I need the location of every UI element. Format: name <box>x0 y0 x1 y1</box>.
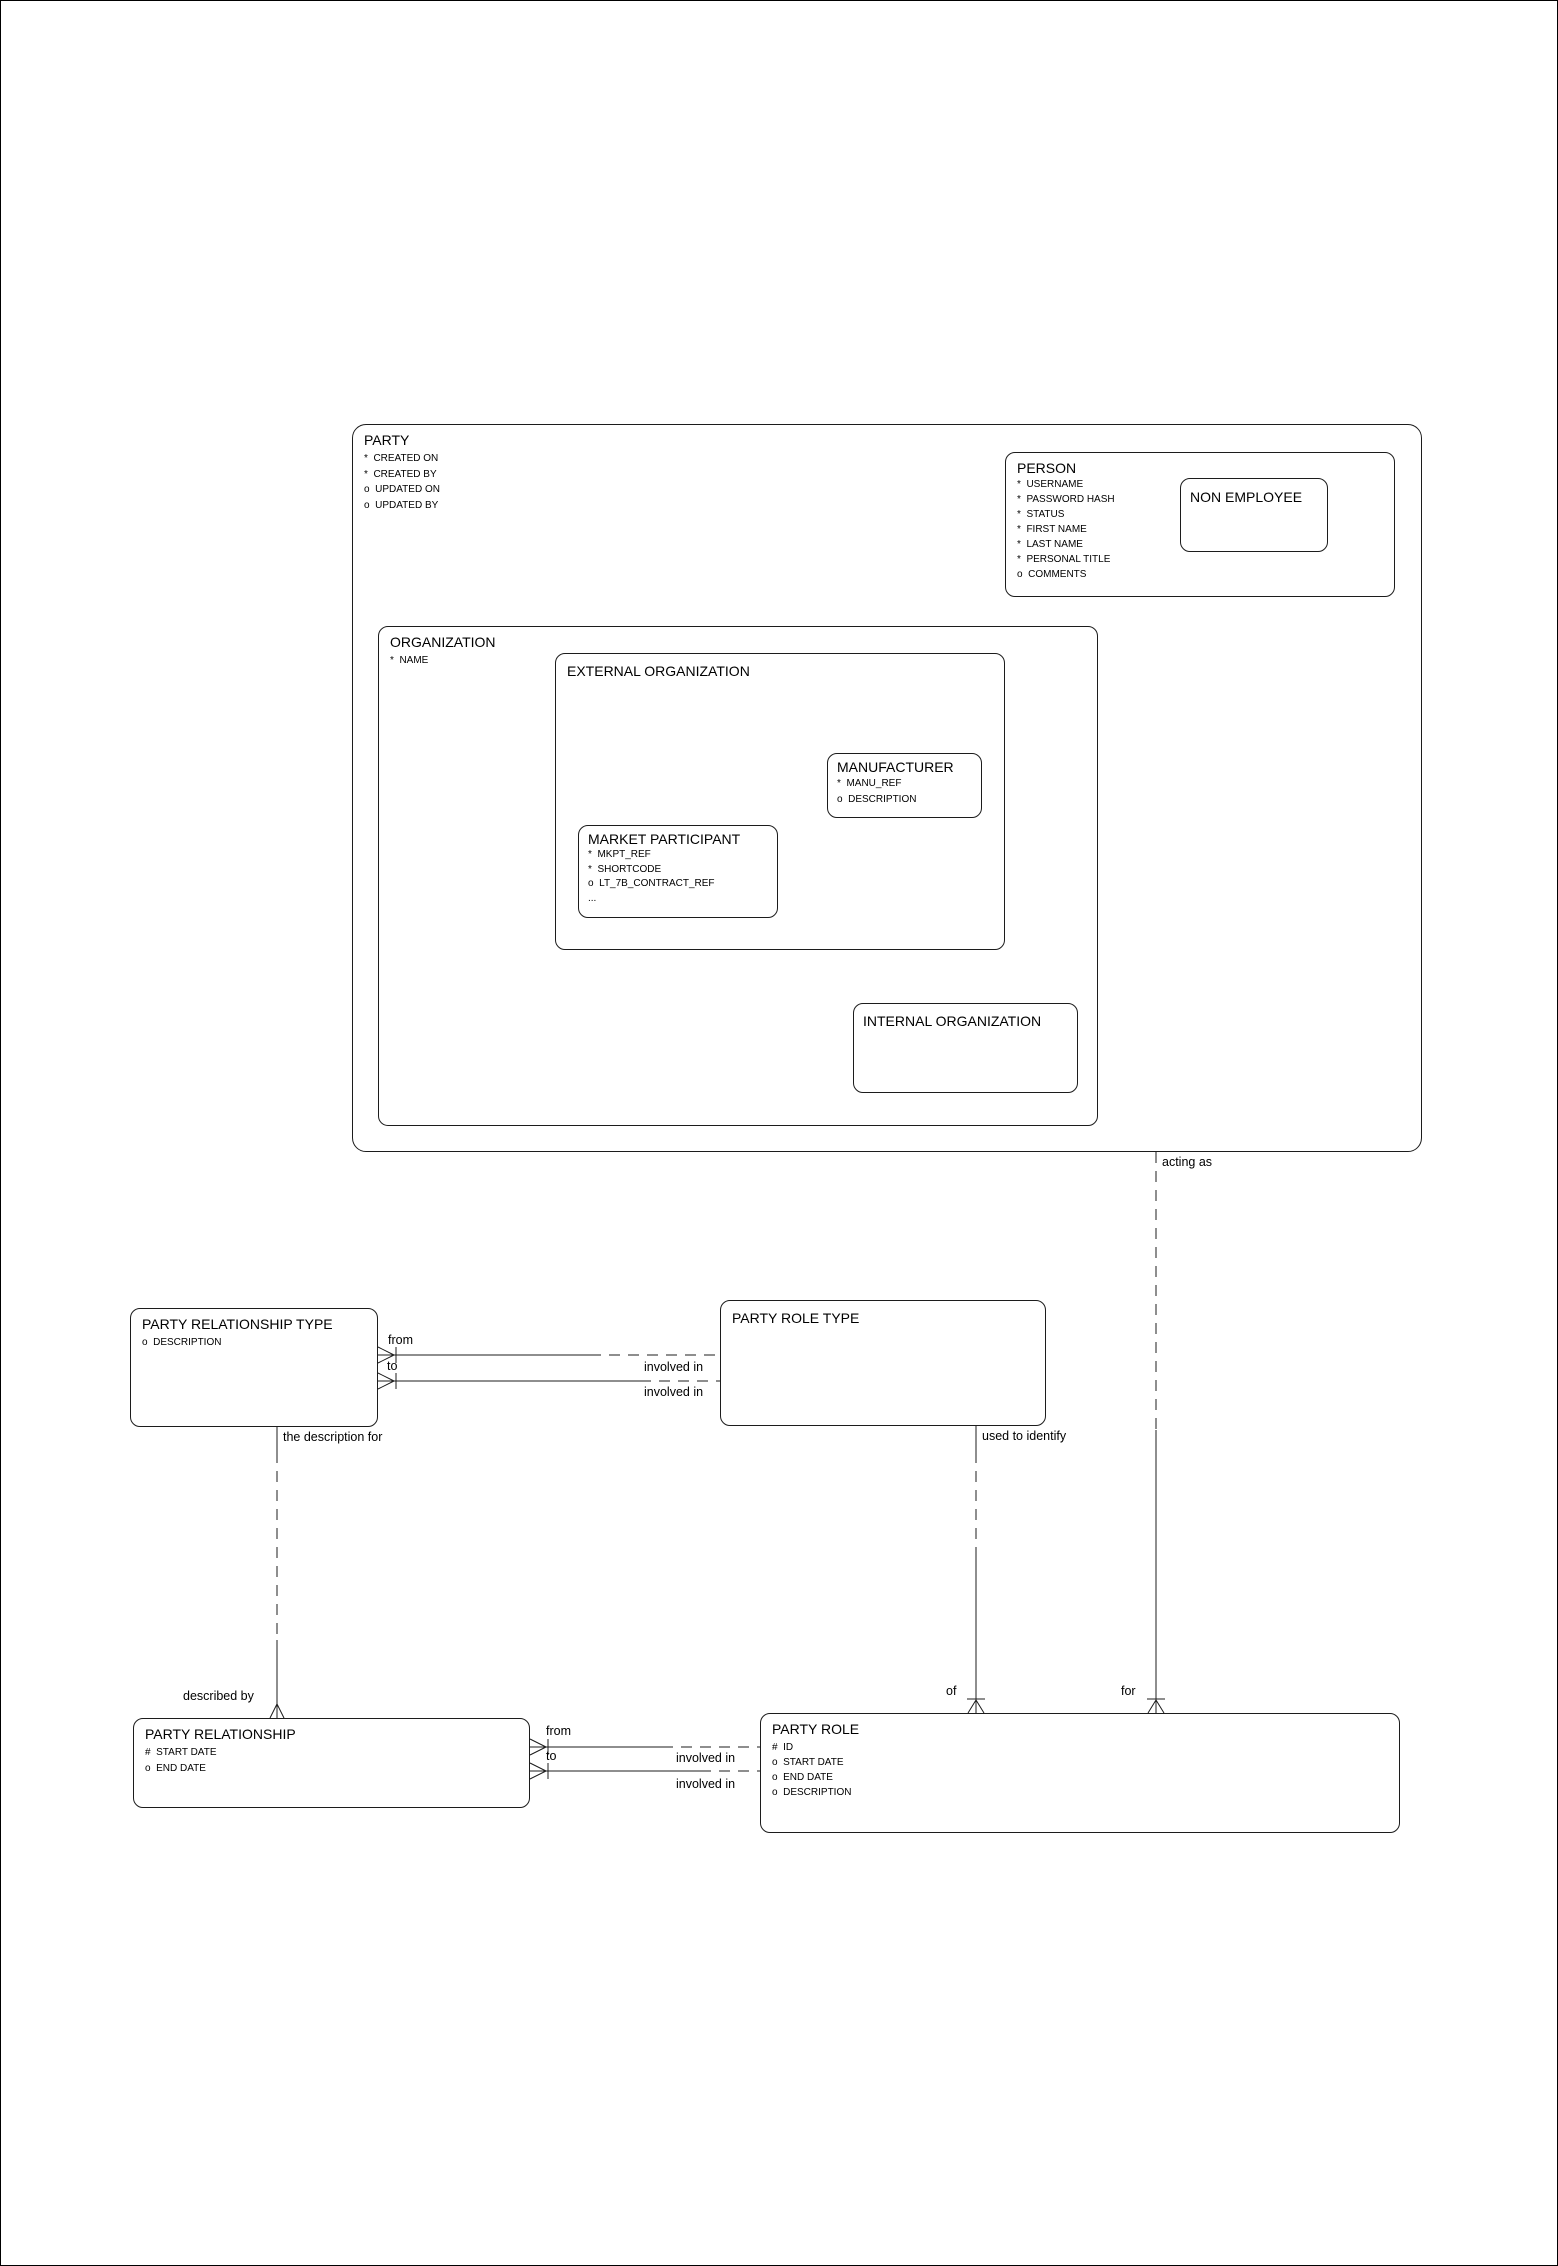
relationship-label-involved-in-2a: involved in <box>676 1751 736 1765</box>
relationship-label-from-1: from <box>388 1333 413 1347</box>
attribute: * USERNAME <box>1017 479 1084 490</box>
entity-party-role-type[interactable]: PARTY ROLE TYPE <box>720 1300 1046 1426</box>
attribute: o START DATE <box>772 1757 844 1768</box>
entity-party-role-type-title: PARTY ROLE TYPE <box>732 1310 860 1326</box>
attribute: * PASSWORD HASH <box>1017 494 1115 505</box>
entity-organization-title: ORGANIZATION <box>390 634 496 650</box>
attribute: * SHORTCODE <box>588 863 662 875</box>
entity-party-relationship-title: PARTY RELATIONSHIP <box>145 1726 296 1742</box>
attribute: * FIRST NAME <box>1017 524 1087 535</box>
entity-party-title: PARTY <box>364 432 410 448</box>
entity-manufacturer-title: MANUFACTURER <box>837 759 954 775</box>
relationship-label-involved-in-2b: involved in <box>676 1777 736 1791</box>
relationship-label-described-by: described by <box>183 1689 254 1703</box>
entity-party-relationship-attrs: # START DATE o END DATE <box>134 1742 529 1776</box>
entity-party-role-title: PARTY ROLE <box>772 1721 860 1737</box>
entity-non-employee-title: NON EMPLOYEE <box>1190 489 1303 505</box>
entity-party-role[interactable]: PARTY ROLE # ID o START DATE o END DATE o D… <box>760 1713 1400 1833</box>
attribute: * MKPT_REF <box>588 849 651 860</box>
attribute: * NAME <box>390 655 429 666</box>
attribute: o LT_7B_CONTRACT_REF <box>588 878 715 889</box>
relationship-label-acting-as: acting as <box>1162 1155 1213 1169</box>
entity-person-attrs: * USERNAME * PASSWORD HASH * STATUS * FIRST… <box>1006 476 1394 582</box>
attribute: o DESCRIPTION <box>772 1787 852 1798</box>
entity-market-participant-attrs: * MKPT_REF * SHORTCODE o LT_7B_CONTRACT_RE… <box>579 847 777 906</box>
attribute: o UPDATED BY <box>364 499 439 511</box>
attribute: ... <box>588 892 597 904</box>
entity-party-relationship-type-attrs: o DESCRIPTION <box>131 1332 377 1351</box>
attribute: * PERSONAL TITLE <box>1017 554 1111 565</box>
relationship-label-involved-in-1a: involved in <box>644 1360 704 1374</box>
relationship-label-of: of <box>946 1684 957 1698</box>
relationship-label-to-1: to <box>387 1359 398 1373</box>
connector-prt-pr-description <box>269 1427 285 1719</box>
entity-internal-organization-title: INTERNAL ORGANIZATION <box>863 1013 1042 1029</box>
entity-internal-organization[interactable]: INTERNAL ORGANIZATION <box>853 1003 1078 1093</box>
entity-party-role-attrs: # ID o START DATE o END DATE o DESCRIPTION <box>761 1737 1399 1800</box>
attribute: o COMMENTS <box>1017 569 1087 580</box>
relationship-label-for: for <box>1121 1684 1136 1698</box>
entity-market-participant[interactable]: MARKET PARTICIPANT * MKPT_REF * SHORTCODE… <box>578 825 778 918</box>
relationship-label-the-description-for: the description for <box>283 1430 383 1444</box>
attribute: * CREATED ON <box>364 453 439 464</box>
attribute: o UPDATED ON <box>364 484 440 495</box>
entity-person-title: PERSON <box>1017 460 1077 476</box>
entity-party-relationship-type[interactable]: PARTY RELATIONSHIP TYPE o DESCRIPTION <box>130 1308 378 1427</box>
entity-external-organization-title: EXTERNAL ORGANIZATION <box>567 663 750 679</box>
entity-party-attrs: * CREATED ON * CREATED BY o UPDATED ON o UP… <box>353 448 1421 513</box>
entity-party-relationship[interactable]: PARTY RELATIONSHIP # START DATE o END DAT… <box>133 1718 530 1808</box>
attribute: o END DATE <box>772 1772 833 1783</box>
relationship-label-involved-in-1b: involved in <box>644 1385 704 1399</box>
attribute: # START DATE <box>145 1747 217 1758</box>
attribute: # ID <box>772 1742 794 1753</box>
attribute: o DESCRIPTION <box>837 793 917 805</box>
relationship-label-from-2: from <box>546 1724 571 1738</box>
attribute: o END DATE <box>145 1762 206 1774</box>
relationship-label-to-2: to <box>546 1749 557 1763</box>
attribute: * CREATED BY <box>364 468 437 480</box>
attribute: * STATUS <box>1017 509 1065 520</box>
attribute: o DESCRIPTION <box>142 1337 222 1348</box>
connector-party-partyrole-acting-as <box>1147 1152 1165 1714</box>
attribute: * MANU_REF <box>837 778 902 789</box>
attribute: * LAST NAME <box>1017 539 1083 550</box>
entity-market-participant-title: MARKET PARTICIPANT <box>588 831 741 847</box>
entity-organization-attrs: * NAME <box>379 650 1097 669</box>
connector-roletype-partyrole-used-to-identify <box>967 1426 985 1714</box>
entity-party-relationship-type-title: PARTY RELATIONSHIP TYPE <box>142 1316 333 1332</box>
relationship-label-used-to-identify: used to identify <box>982 1429 1067 1443</box>
entity-non-employee[interactable]: NON EMPLOYEE <box>1180 478 1328 552</box>
